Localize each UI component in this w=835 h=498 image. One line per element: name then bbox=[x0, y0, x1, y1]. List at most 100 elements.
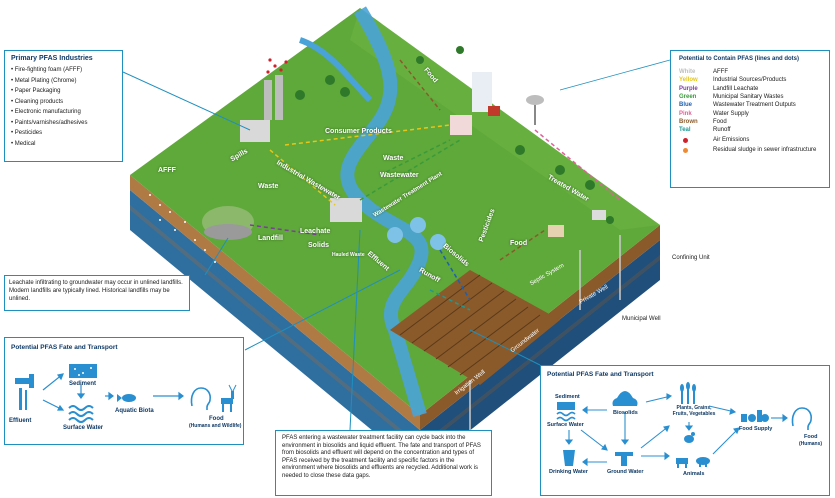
house-1 bbox=[548, 225, 564, 237]
soil-left-face bbox=[130, 175, 420, 430]
legend-color-name: Pink bbox=[679, 110, 692, 117]
legend-dot-description: Residual sludge in sewer infrastructure bbox=[713, 147, 817, 154]
legend-description: Water Supply bbox=[713, 110, 749, 117]
industry-item: • Paper Packaging bbox=[11, 88, 61, 94]
fate-right-icons bbox=[556, 382, 812, 468]
label-waste: Waste bbox=[258, 183, 279, 190]
label-waste-2: Waste bbox=[383, 155, 404, 162]
fate-right-surface-water: Surface Water bbox=[547, 422, 584, 428]
label-confining-unit: Confining Unit bbox=[672, 255, 710, 261]
waste-flow bbox=[379, 139, 451, 176]
clarifier-1 bbox=[387, 227, 403, 243]
legend-description: Food bbox=[713, 118, 727, 125]
fate-left-effluent: Effluent bbox=[9, 418, 32, 424]
fish-icon bbox=[117, 394, 136, 402]
pig-icon bbox=[696, 457, 710, 467]
label-wastewater: Wastewater bbox=[380, 172, 419, 179]
plants-icon bbox=[680, 382, 696, 404]
farm-field bbox=[390, 270, 560, 385]
deer-icon bbox=[221, 384, 237, 412]
fate-right-plants: Plants, Grains, Fruits, Vegetables bbox=[672, 405, 716, 417]
industry-item: • Fire-fighting foam (AFFF) bbox=[11, 67, 83, 73]
human-head-icon bbox=[791, 407, 812, 430]
fate-right-pointer bbox=[469, 329, 541, 366]
fate-right-sediment: Sediment bbox=[555, 394, 580, 400]
legend-dot-description: Air Emissions bbox=[713, 137, 750, 144]
trees bbox=[295, 46, 614, 224]
biosolids-flow bbox=[439, 249, 471, 301]
fate-right-arrows bbox=[564, 393, 788, 467]
fate-left-pointer bbox=[244, 269, 401, 351]
label-hauled-waste: Hauled Waste bbox=[332, 252, 365, 258]
legend-description: Municipal Sanitary Wastes bbox=[713, 93, 784, 100]
office-building bbox=[450, 115, 472, 135]
wwtp-building bbox=[330, 198, 362, 222]
effluent-icon bbox=[15, 374, 34, 410]
wwtp-note-box: PFAS entering a wastewater treatment fac… bbox=[275, 430, 492, 496]
ground-shade bbox=[350, 8, 660, 230]
industry-item: • Paints/varnishes/adhesives bbox=[11, 119, 88, 126]
legend-dot bbox=[683, 138, 688, 144]
wwtp-note: PFAS entering a wastewater treatment fac… bbox=[282, 435, 481, 479]
clarifier-2 bbox=[410, 217, 426, 233]
legend-description: AFFF bbox=[713, 69, 728, 75]
surface-water-icon bbox=[68, 405, 94, 423]
fate-left-title: Potential PFAS Fate and Transport bbox=[11, 344, 118, 351]
smokestack-2 bbox=[275, 75, 283, 120]
legend-color-name: Blue bbox=[679, 102, 693, 109]
fate-left-box: Potential PFAS Fate and Transport bbox=[4, 337, 244, 445]
fate-left-food: Food bbox=[209, 416, 224, 422]
legend-color-name: Purple bbox=[679, 85, 698, 92]
label-food: Food bbox=[510, 240, 528, 247]
fate-right-animals: Animals bbox=[683, 471, 705, 477]
fate-right-drinking-water: Drinking Water bbox=[549, 469, 588, 475]
air-emission-dots bbox=[266, 58, 288, 74]
fate-right-biosolids: Biosolids bbox=[613, 410, 638, 416]
industries-box: Primary PFAS Industries • Fire-fighting … bbox=[4, 50, 123, 162]
landfill-base bbox=[204, 224, 252, 240]
label-municipal-well: Municipal Well bbox=[622, 316, 661, 322]
label-solids: Solids bbox=[308, 242, 330, 249]
food-supply-icon bbox=[741, 410, 769, 422]
wastewater-flow bbox=[359, 139, 461, 201]
confining-right bbox=[420, 255, 660, 450]
leachate-pointer bbox=[204, 237, 229, 276]
apartment-tower bbox=[472, 72, 492, 112]
runoff-flow bbox=[429, 289, 471, 311]
industry-item: • Pesticides bbox=[11, 130, 43, 136]
water-tower bbox=[526, 95, 544, 105]
food-flow bbox=[399, 59, 441, 111]
label-leachate: Leachate bbox=[300, 228, 331, 235]
industries-list: • Fire-fighting foam (AFFF) • Metal Plat… bbox=[11, 65, 116, 149]
smokestack-1 bbox=[264, 80, 272, 120]
legend-color-name: Green bbox=[679, 93, 697, 100]
fate-left-aquatic-biota: Aquatic Biota bbox=[115, 408, 154, 414]
afff-dots bbox=[149, 194, 216, 263]
industry-item: • Electronic manufacturing bbox=[11, 109, 81, 115]
drinking-water-icon bbox=[563, 450, 575, 466]
human-head-icon bbox=[190, 387, 211, 410]
sediment-icon bbox=[557, 402, 575, 410]
legend-description: Wastewater Treatment Outputs bbox=[713, 102, 796, 109]
legend-color-name: Brown bbox=[679, 118, 698, 125]
legend-color-name: Yellow bbox=[679, 77, 698, 84]
leachate-flow bbox=[249, 224, 321, 236]
fate-right-ground-water: Ground Water bbox=[607, 469, 644, 475]
fate-right-food-sub: (Humans) bbox=[799, 441, 823, 447]
fate-left-sediment: Sediment bbox=[69, 381, 97, 387]
fate-left-food-sub: (Humans and Wildlife) bbox=[189, 423, 242, 429]
legend-color-name: White bbox=[679, 69, 696, 75]
field-rows bbox=[399, 274, 541, 376]
fate-left-arrows bbox=[42, 373, 184, 411]
food-flow-2 bbox=[499, 229, 546, 261]
industries-pointer bbox=[122, 71, 251, 131]
fate-left-icons bbox=[15, 364, 237, 423]
barn bbox=[488, 106, 500, 116]
industry-item: • Cleaning products bbox=[11, 98, 64, 105]
fate-right-box: Potential PFAS Fate and Transport bbox=[540, 365, 830, 496]
leachate-note: Leachate infiltrating to groundwater may… bbox=[9, 280, 183, 302]
river-branch bbox=[298, 37, 373, 103]
legend-color-name: Teal bbox=[679, 127, 691, 134]
